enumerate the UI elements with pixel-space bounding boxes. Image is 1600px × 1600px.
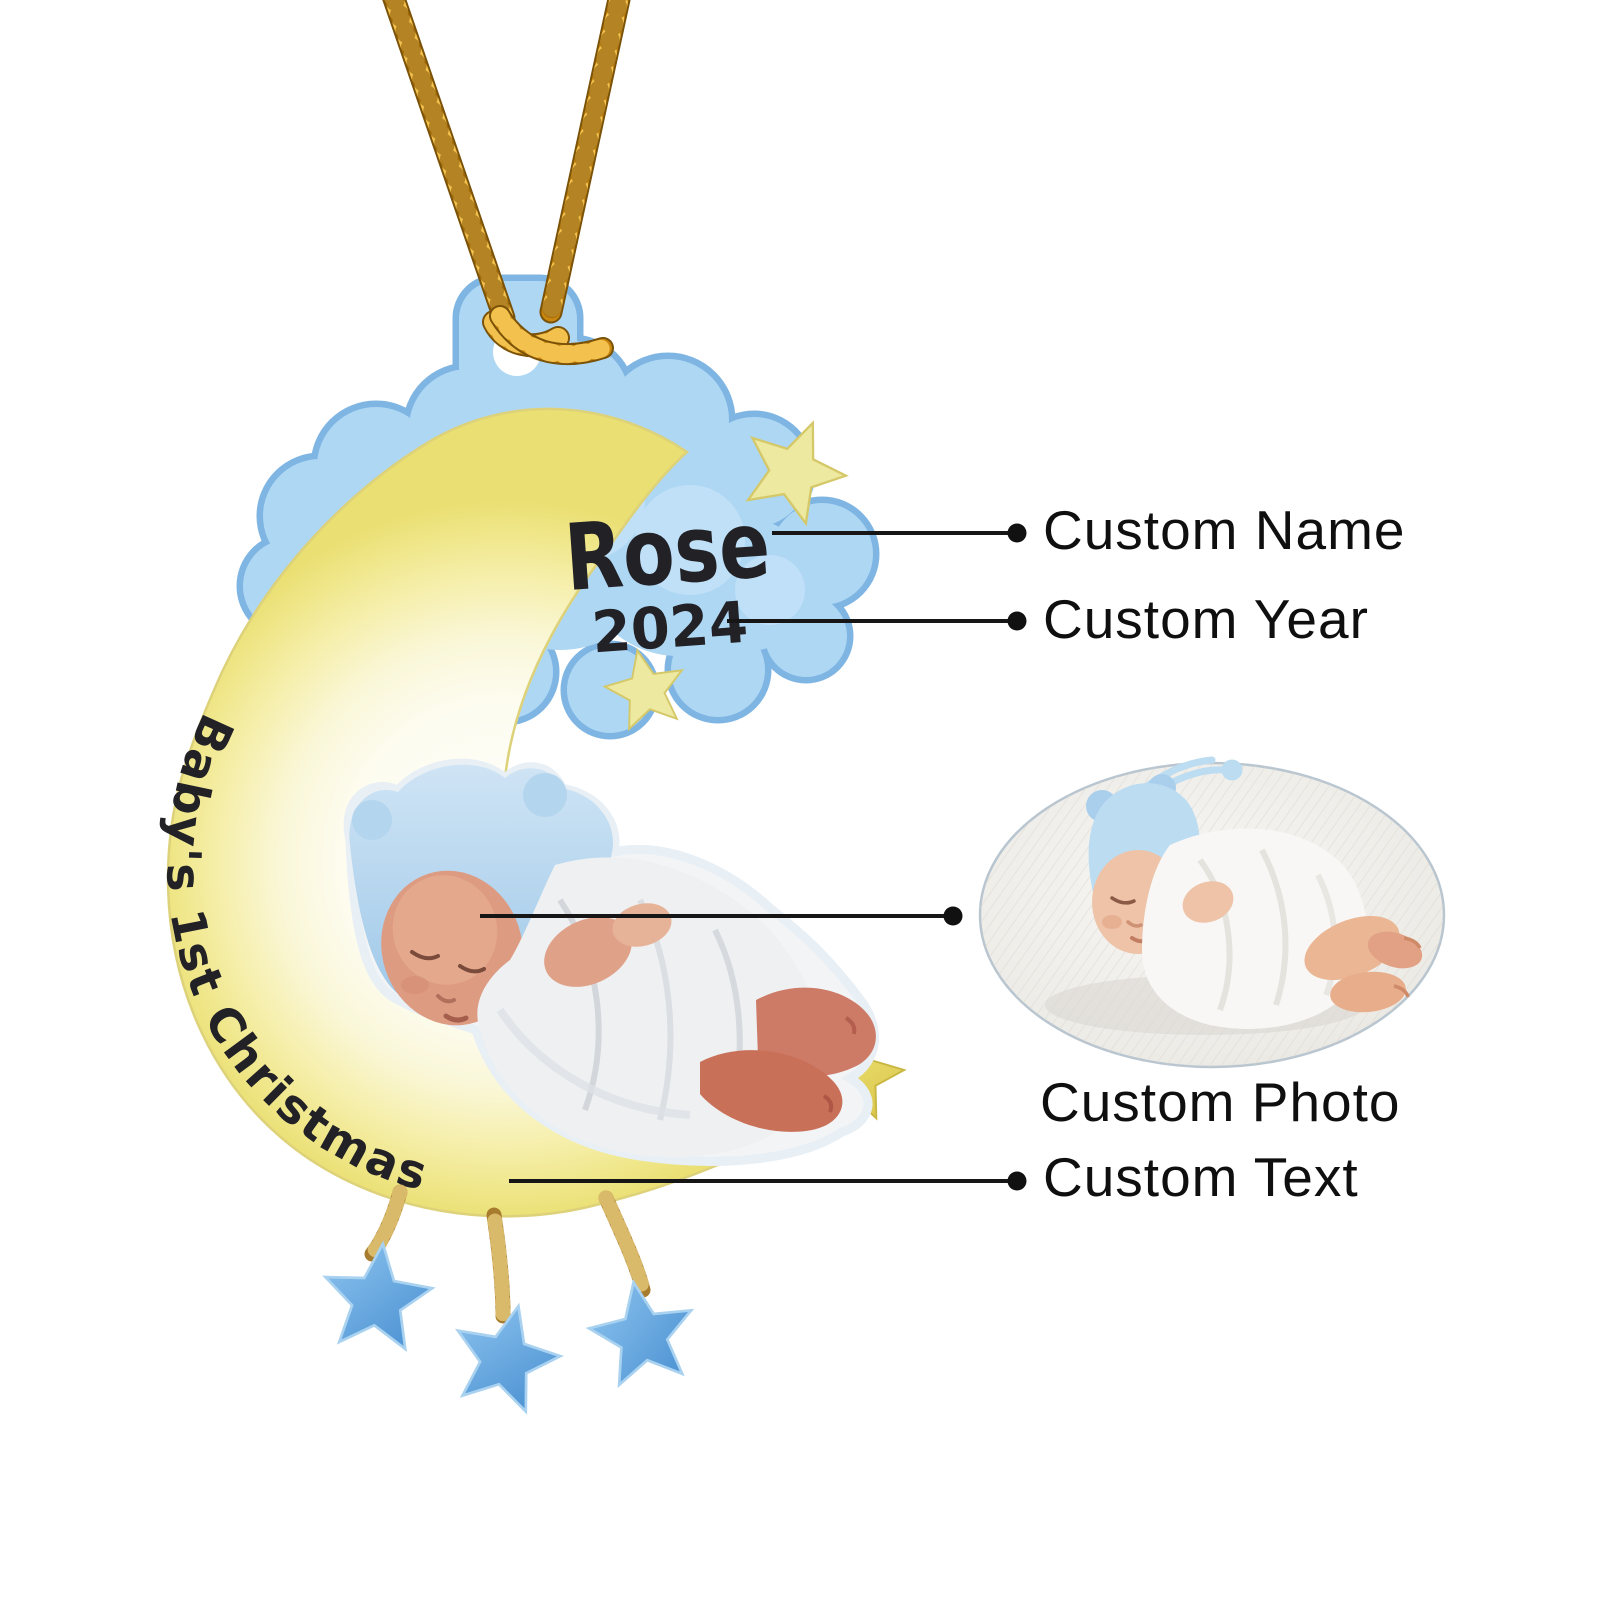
hanging-cord (382, 0, 631, 365)
hanging-star-left-icon (315, 1234, 441, 1355)
ornament-year-text: 2024 (590, 590, 750, 667)
baby-hat-ear-right (523, 773, 567, 817)
baby-feet (700, 987, 876, 1132)
cord-tail (489, 305, 614, 365)
callout-custom-year: Custom Year (1043, 588, 1369, 650)
ornament-name-text: Rose (561, 491, 773, 612)
baby-hands (544, 917, 632, 987)
string-left (364, 1184, 408, 1262)
sample-baby-legs (1304, 915, 1423, 1013)
callout-custom-photo: Custom Photo (1040, 1071, 1401, 1133)
callout-custom-name: Custom Name (1043, 499, 1406, 561)
sample-baby-photo (978, 756, 1446, 1069)
ornament-baby-photo (343, 758, 879, 1166)
leader-lines (480, 531, 1008, 1183)
string-middle (486, 1207, 511, 1324)
leader-dots (943, 523, 1027, 1191)
hanging-strings (364, 1184, 651, 1324)
leader-dot-custom-year (1007, 611, 1027, 631)
callout-custom-text: Custom Text (1043, 1146, 1359, 1208)
cord-left-strand (382, 0, 516, 330)
sample-baby-hands (1182, 881, 1234, 923)
leader-dot-custom-text (1007, 1171, 1027, 1191)
string-right (598, 1190, 651, 1298)
baby-hat-ear-left (352, 800, 392, 840)
leader-dot-custom-name (1007, 523, 1027, 543)
cord-right-strand (539, 0, 631, 324)
leader-dot-custom-photo (943, 906, 963, 926)
